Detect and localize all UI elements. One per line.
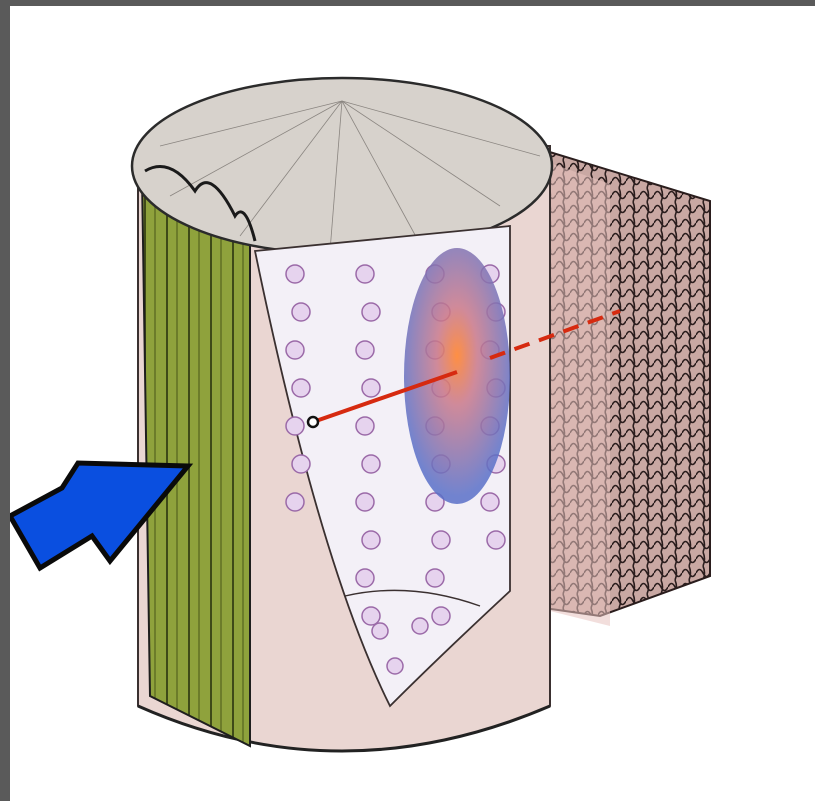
bubble-dot bbox=[487, 531, 505, 549]
bubble-dot bbox=[362, 303, 380, 321]
origin-dot bbox=[308, 417, 318, 427]
bubble-dot bbox=[292, 455, 310, 473]
bubble-dot bbox=[432, 607, 450, 625]
bubble-dot bbox=[412, 618, 428, 634]
bubble-dot bbox=[362, 531, 380, 549]
blue-ellipse-zone bbox=[404, 248, 510, 504]
bubble-dot bbox=[356, 493, 374, 511]
bubble-dot bbox=[362, 607, 380, 625]
mesh-block bbox=[530, 146, 710, 626]
bubble-dot bbox=[286, 417, 304, 435]
bubble-dot bbox=[356, 265, 374, 283]
figure-canvas bbox=[10, 6, 815, 801]
bubble-dot bbox=[356, 341, 374, 359]
green-filter-strip bbox=[142, 176, 250, 746]
bubble-dot bbox=[387, 658, 403, 674]
bubble-dot bbox=[432, 531, 450, 549]
bubble-dot bbox=[286, 265, 304, 283]
cylinder-diagram bbox=[10, 6, 815, 801]
bubble-dot bbox=[286, 341, 304, 359]
bubble-dot bbox=[286, 493, 304, 511]
bubble-dot bbox=[356, 569, 374, 587]
bubble-dot bbox=[362, 455, 380, 473]
bubble-dot bbox=[426, 569, 444, 587]
bubble-dot bbox=[292, 303, 310, 321]
bubble-dot bbox=[292, 379, 310, 397]
bubble-dot bbox=[356, 417, 374, 435]
bubble-dot bbox=[362, 379, 380, 397]
bubble-dot bbox=[481, 493, 499, 511]
bubble-dot bbox=[372, 623, 388, 639]
